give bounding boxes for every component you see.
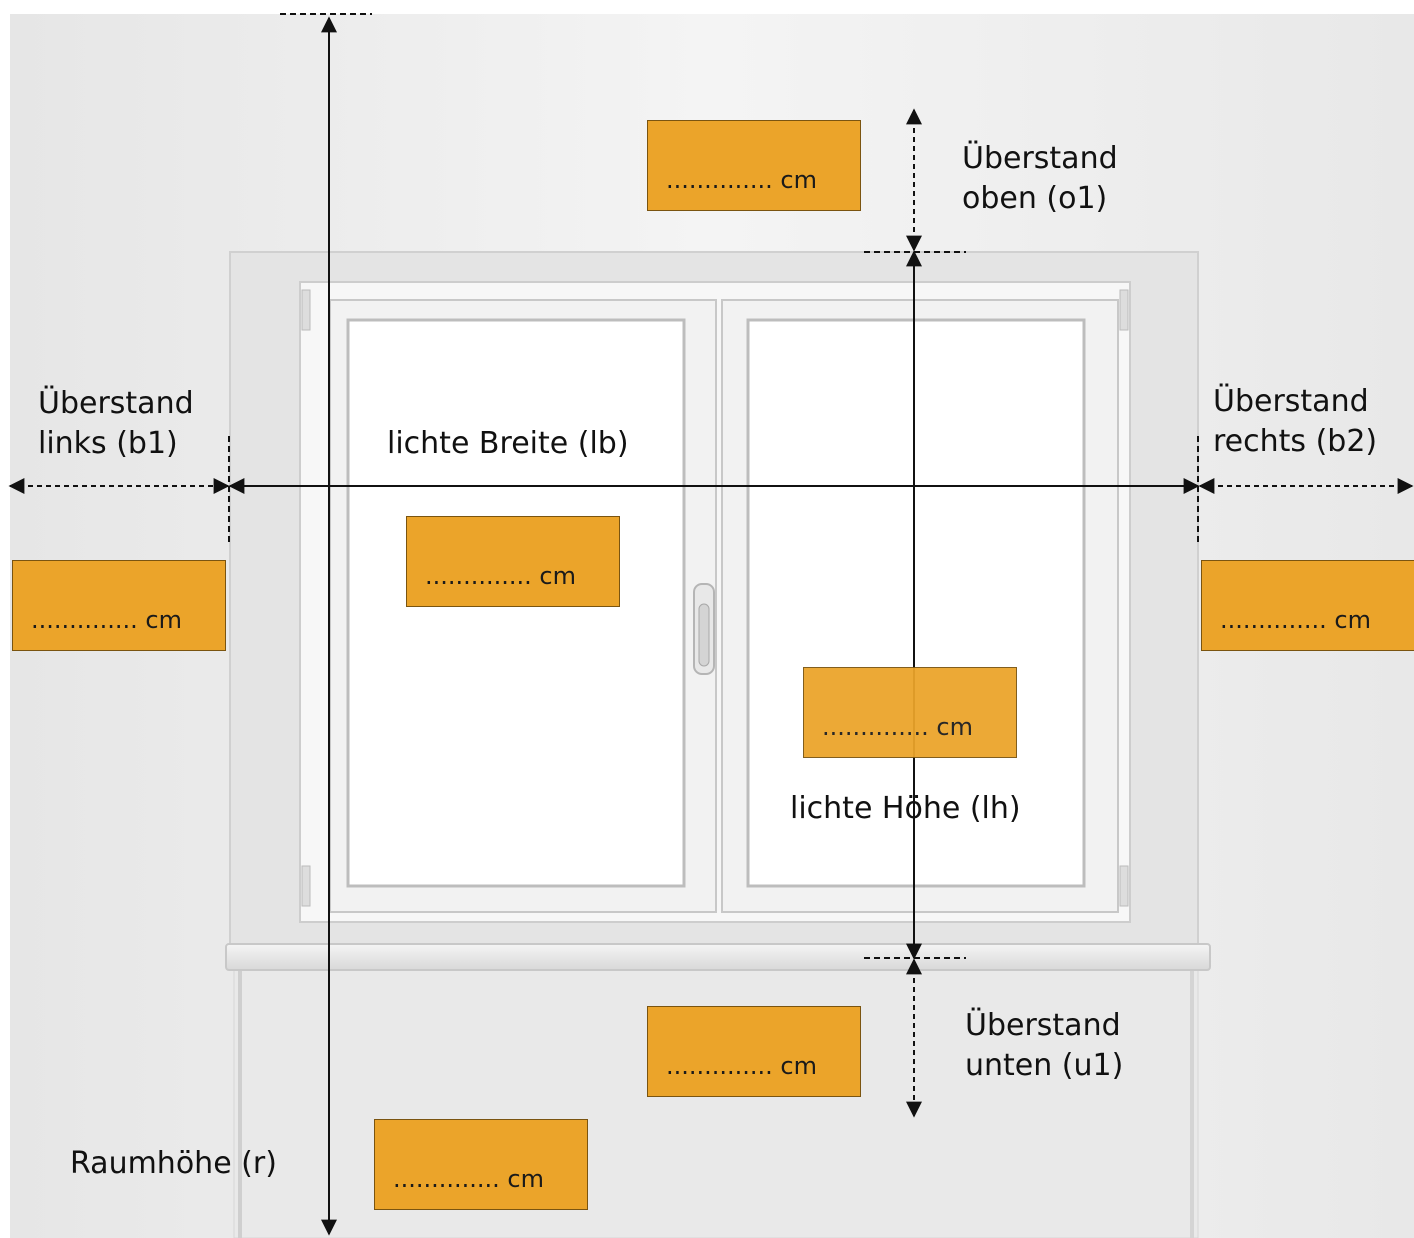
room-height-field-text: .............. cm (393, 1165, 545, 1193)
left-overhang-label-line2: links (b1) (38, 426, 178, 461)
top-overhang-field-text: .............. cm (666, 166, 818, 194)
top-overhang-field[interactable]: .............. cm (647, 120, 861, 211)
left-overhang-label-line1: Überstand (38, 386, 194, 421)
clear-height-field-text: .............. cm (822, 713, 974, 741)
left-overhang-field[interactable]: .............. cm (12, 560, 226, 651)
top-overhang-label-line1: Überstand (962, 141, 1118, 176)
clear-width-field-text: .............. cm (425, 562, 577, 590)
room-height-field[interactable]: .............. cm (374, 1119, 588, 1210)
room-height-label: Raumhöhe (r) (70, 1146, 277, 1181)
hinge-bottom-left (301, 865, 311, 907)
bottom-overhang-field[interactable]: .............. cm (647, 1006, 861, 1097)
bottom-overhang-label-line1: Überstand (965, 1008, 1121, 1043)
top-overhang-label: Überstand oben (o1) (962, 139, 1118, 219)
top-overhang-label-line2: oben (o1) (962, 181, 1108, 216)
clear-height-field[interactable]: .............. cm (803, 667, 1017, 758)
window-sill (225, 943, 1211, 971)
left-overhang-field-text: .............. cm (31, 606, 183, 634)
clear-height-label: lichte Höhe (lh) (790, 791, 1021, 826)
clear-width-label: lichte Breite (lb) (387, 426, 629, 461)
right-overhang-label-line2: rechts (b2) (1213, 424, 1378, 459)
right-overhang-label-line1: Überstand (1213, 384, 1369, 419)
left-overhang-label: Überstand links (b1) (38, 384, 194, 464)
window-handle-grip (698, 603, 710, 667)
right-overhang-field-text: .............. cm (1220, 606, 1372, 634)
clear-width-field[interactable]: .............. cm (406, 516, 620, 607)
bottom-overhang-field-text: .............. cm (666, 1052, 818, 1080)
bottom-overhang-label: Überstand unten (u1) (965, 1006, 1123, 1086)
hinge-top-right (1119, 289, 1129, 331)
right-overhang-label: Überstand rechts (b2) (1213, 382, 1377, 462)
right-overhang-field[interactable]: .............. cm (1201, 560, 1414, 651)
bottom-overhang-label-line2: unten (u1) (965, 1048, 1124, 1083)
hinge-top-left (301, 289, 311, 331)
hinge-bottom-right (1119, 865, 1129, 907)
